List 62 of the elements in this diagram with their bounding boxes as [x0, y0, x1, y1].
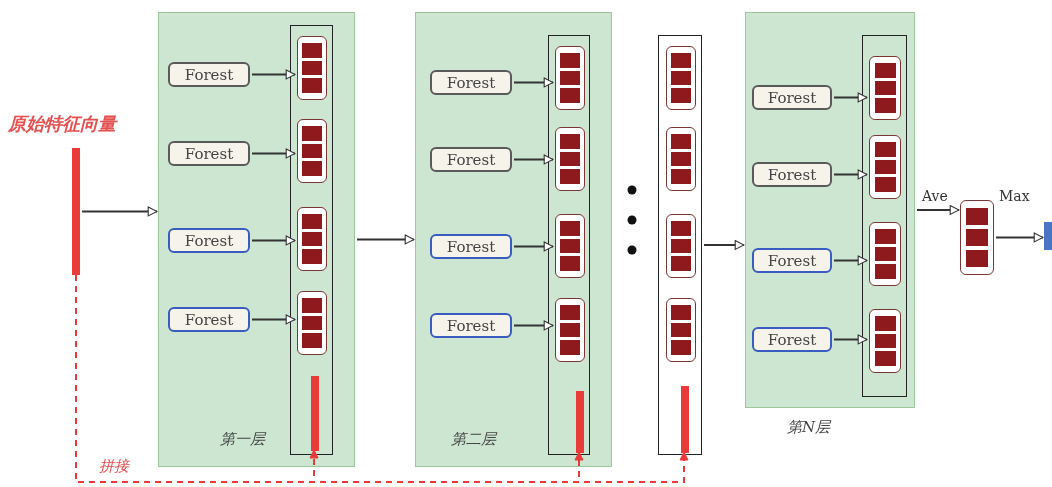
- arrow: [996, 232, 1044, 243]
- edge-label: Ave: [921, 188, 949, 204]
- class-vector-box: [960, 200, 994, 275]
- arrow: [82, 206, 158, 217]
- output-column: [290, 25, 333, 455]
- arrow: [514, 77, 554, 88]
- class-vector-box: [555, 127, 585, 191]
- edge-label: 拼接: [98, 458, 130, 474]
- class-vector-box: [666, 46, 696, 110]
- arrow: [252, 148, 296, 159]
- arrow: [514, 241, 554, 252]
- class-vector-box: [297, 207, 327, 271]
- class-vector-box: [555, 46, 585, 110]
- forest-box: Forest: [752, 162, 832, 187]
- class-vector-box: [555, 214, 585, 278]
- class-vector-box: [297, 119, 327, 183]
- forest-box: Forest: [430, 234, 512, 259]
- forest-box: Forest: [430, 70, 512, 95]
- arrow: [834, 169, 868, 180]
- edge-label: Max: [998, 188, 1031, 204]
- class-vector-box: [869, 135, 901, 199]
- arrow: [514, 320, 554, 331]
- forest-box: Forest: [168, 141, 250, 166]
- class-vector-box: [297, 291, 327, 355]
- arrow: [252, 314, 296, 325]
- forest-box: Forest: [168, 228, 250, 253]
- output-bar: [1044, 222, 1052, 250]
- arrow: [704, 240, 745, 250]
- layer-label: 第一层: [220, 430, 265, 449]
- class-vector-box: [869, 222, 901, 286]
- forest-box: Forest: [430, 147, 512, 172]
- forest-box: Forest: [430, 313, 512, 338]
- forest-box: Forest: [752, 327, 832, 352]
- class-vector-box: [869, 309, 901, 373]
- arrow: [834, 92, 868, 103]
- class-vector-box: [297, 36, 327, 100]
- arrow: [514, 154, 554, 165]
- class-vector-box: [869, 56, 901, 120]
- arrow: [252, 235, 296, 246]
- class-vector-box: [666, 214, 696, 278]
- arrow: [357, 234, 415, 245]
- class-vector-box: [666, 298, 696, 362]
- forest-box: Forest: [168, 62, 250, 87]
- output-column: [862, 35, 907, 397]
- layer-label: 第N层: [787, 418, 831, 437]
- forest-box: Forest: [752, 85, 832, 110]
- concatenated-feature-bar: [311, 376, 319, 451]
- concatenated-feature-bar: [681, 386, 689, 453]
- arrow: [834, 334, 868, 345]
- output-column: [548, 35, 590, 455]
- forest-box: Forest: [168, 307, 250, 332]
- arrow: [917, 205, 960, 215]
- dashed-arrow: [75, 274, 689, 483]
- arrow: [834, 255, 868, 266]
- output-column: [658, 35, 702, 455]
- feature-vector-label: 原始特征向量: [8, 112, 116, 136]
- concatenated-feature-bar: [576, 391, 584, 453]
- layer-label: 第二层: [451, 430, 496, 449]
- class-vector-box: [666, 127, 696, 191]
- forest-box: Forest: [752, 248, 832, 273]
- class-vector-box: [555, 298, 585, 362]
- arrow: [252, 69, 296, 80]
